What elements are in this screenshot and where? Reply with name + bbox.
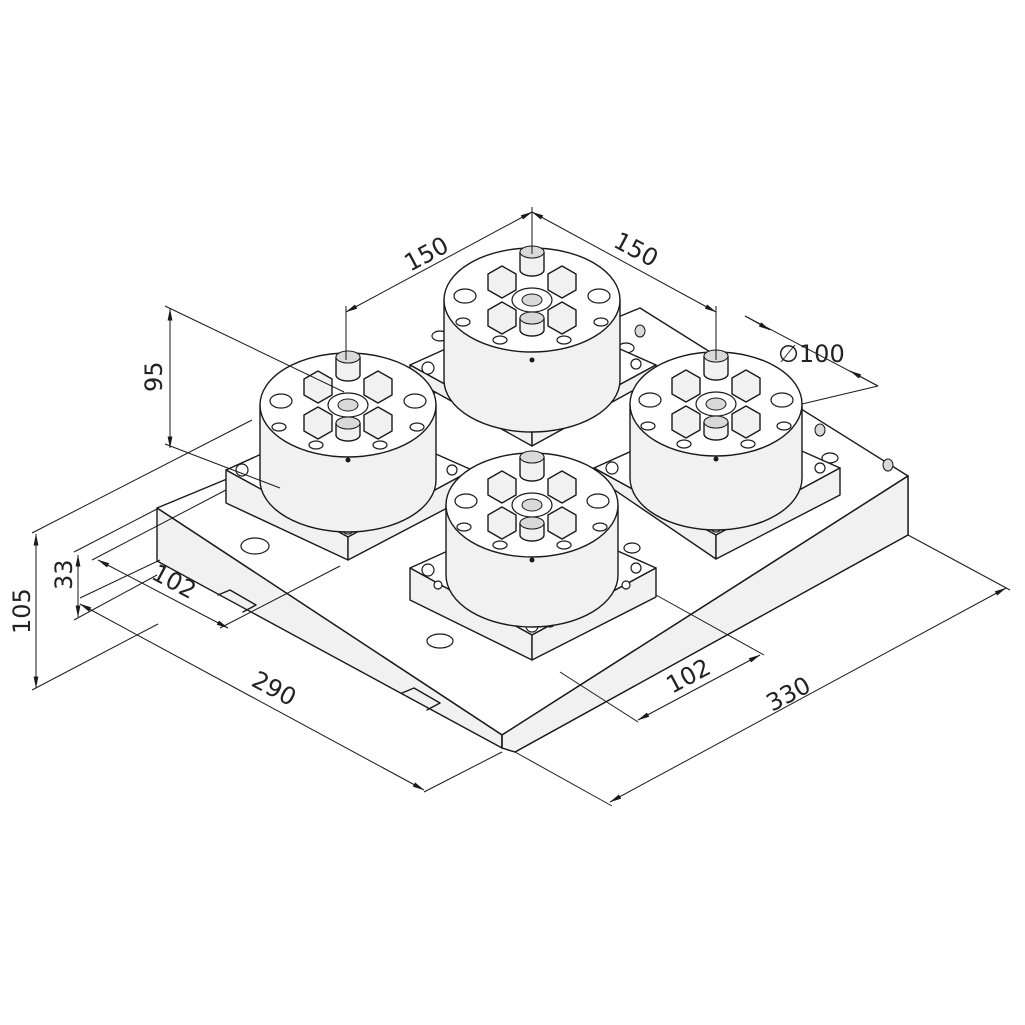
dim-plate-length: 290	[247, 666, 301, 712]
chuck-module-right	[593, 349, 841, 560]
dim-plate-width: 330	[762, 671, 816, 717]
dim-pitch-left: 150	[400, 231, 454, 277]
dim-chuck-height: 95	[140, 361, 168, 392]
dimension-lines	[31, 207, 1011, 807]
side-plug	[814, 423, 826, 437]
plate-hole	[623, 542, 641, 554]
dim-plate-thickness: 33	[50, 559, 78, 590]
dim-total-height: 105	[8, 588, 36, 634]
side-plug	[634, 324, 646, 338]
dim-chuck-diameter: ∅100	[778, 340, 845, 368]
dim-pitch-right: 150	[609, 227, 663, 273]
plate-hole	[240, 537, 270, 555]
plate-hole	[426, 633, 454, 649]
side-plug	[882, 458, 894, 472]
chuck-module-left	[225, 350, 473, 561]
